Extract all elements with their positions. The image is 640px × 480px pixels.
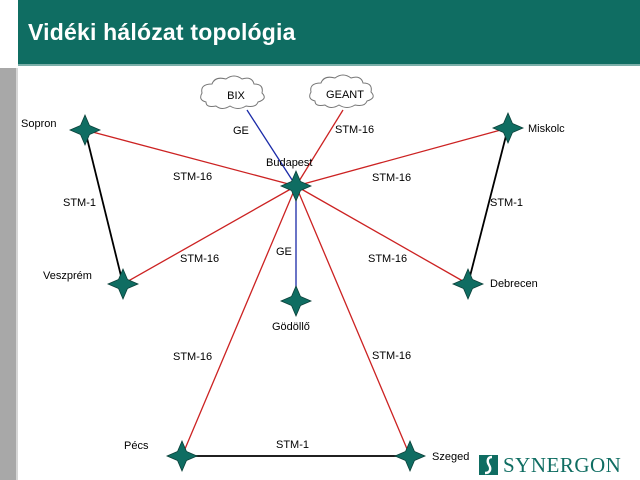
router-node-sopron <box>68 113 102 147</box>
link-pecs-budapest <box>181 185 297 457</box>
link-szeged-budapest <box>295 185 411 457</box>
link-debrecen-budapest <box>295 185 469 285</box>
node-label-godollo: Gödöllő <box>272 321 310 333</box>
router-node-miskolc <box>491 111 525 145</box>
link-miskolc-debrecen <box>467 127 509 285</box>
node-label-debrecen: Debrecen <box>490 278 538 290</box>
router-node-pecs <box>165 439 199 473</box>
page-title: Vidéki hálózat topológia <box>28 19 296 45</box>
link-geant-budapest <box>295 109 344 187</box>
link-veszprem-budapest <box>122 185 297 285</box>
synergon-logo-icon <box>479 455 498 475</box>
left-margin-bar <box>0 68 16 480</box>
node-label-szeged: Szeged <box>432 451 469 463</box>
synergon-logo: SYNERGON <box>478 450 621 480</box>
link-label-miskolc-budapest: STM-16 <box>372 172 411 184</box>
link-bix-budapest <box>246 109 297 187</box>
link-miskolc-budapest <box>295 127 509 187</box>
geant-cloud-label: GEANT <box>326 89 364 101</box>
node-label-budapest: Budapest <box>266 157 312 169</box>
router-node-veszprem <box>106 267 140 301</box>
router-node-budapest <box>279 169 313 203</box>
link-label-bix-budapest: GE <box>233 125 249 137</box>
node-label-veszprem: Veszprém <box>43 270 92 282</box>
bix-cloud <box>200 75 265 109</box>
link-label-sopron-veszprem: STM-1 <box>63 197 96 209</box>
title-bar: Vidéki hálózat topológia <box>18 0 640 64</box>
node-label-pecs: Pécs <box>124 440 149 452</box>
router-node-szeged <box>393 439 427 473</box>
link-label-miskolc-debrecen: STM-1 <box>490 197 523 209</box>
link-label-pecs-budapest: STM-16 <box>173 351 212 363</box>
link-label-szeged-budapest: STM-16 <box>372 350 411 362</box>
geant-cloud <box>309 74 374 108</box>
router-node-debrecen <box>451 267 485 301</box>
node-label-miskolc: Miskolc <box>528 123 565 135</box>
link-label-sopron-budapest: STM-16 <box>173 171 212 183</box>
left-margin-bar-highlight <box>16 68 18 480</box>
clouds-layer: BIX GEANT <box>200 74 374 109</box>
link-label-godollo-budapest: GE <box>276 246 292 258</box>
link-label-pecs-szeged: STM-1 <box>276 439 309 451</box>
router-node-godollo <box>279 284 313 318</box>
links-layer <box>84 109 509 457</box>
bix-cloud-label: BIX <box>227 90 245 102</box>
nodes-layer <box>68 111 525 473</box>
node-label-sopron: Sopron <box>21 118 56 130</box>
link-sopron-budapest <box>84 129 297 187</box>
link-label-debrecen-budapest: STM-16 <box>368 253 407 265</box>
link-label-veszprem-budapest: STM-16 <box>180 253 219 265</box>
link-sopron-veszprem <box>84 129 124 285</box>
link-label-geant-budapest: STM-16 <box>335 124 374 136</box>
header-underline <box>18 64 640 66</box>
synergon-logo-text: SYNERGON <box>503 452 622 477</box>
